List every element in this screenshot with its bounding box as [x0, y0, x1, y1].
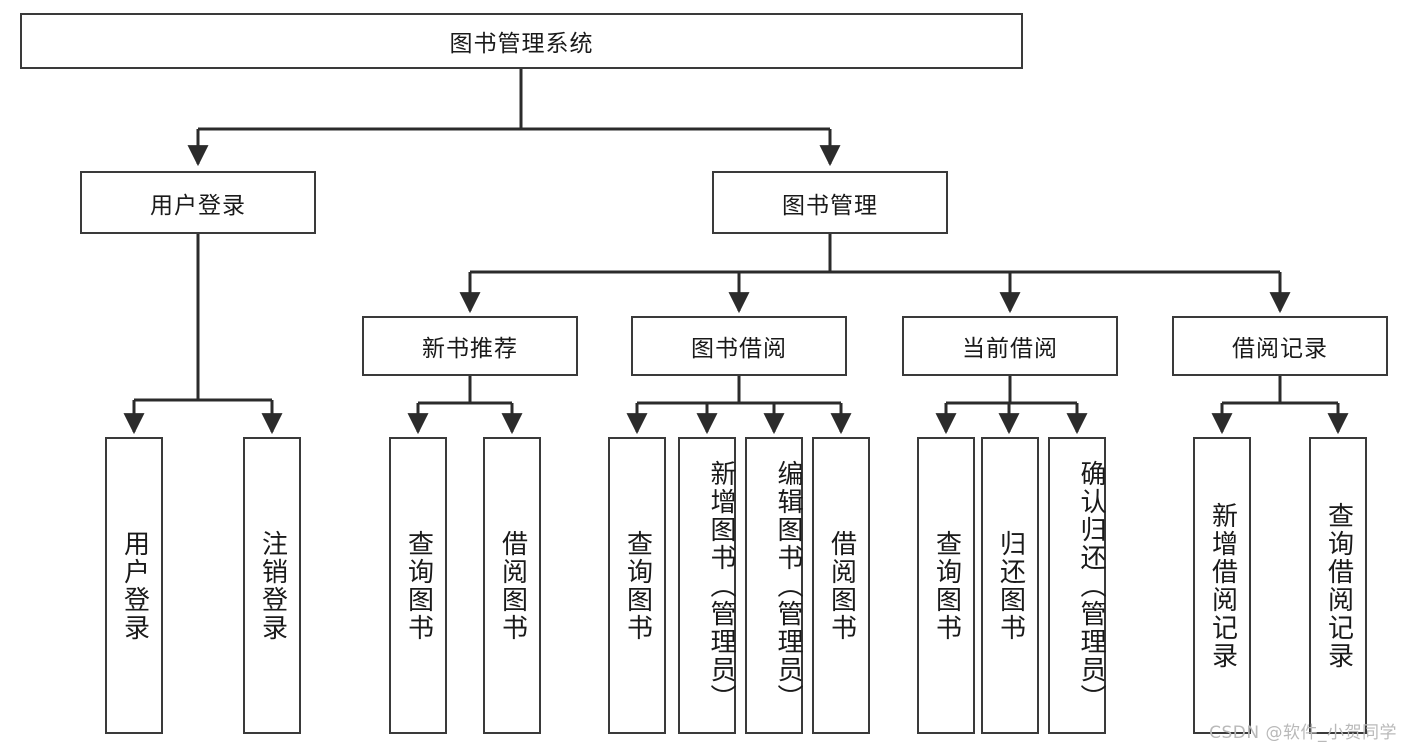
leaf-user-login[interactable]: 用户登录 [105, 437, 163, 734]
node-current-borrow-label: 当前借阅 [962, 336, 1058, 362]
node-book-manage-label: 图书管理 [782, 192, 878, 219]
leaf-edit-book-label: 编辑图书（管理员） [773, 459, 803, 712]
leaf-borrow-book-2[interactable]: 借阅图书 [812, 437, 870, 734]
leaf-logout-login[interactable]: 注销登录 [243, 437, 301, 734]
leaf-return-book[interactable]: 归还图书 [981, 437, 1039, 734]
leaf-add-record-label: 新增借阅记录 [1207, 501, 1238, 670]
node-borrow-record[interactable]: 借阅记录 [1172, 316, 1388, 376]
leaf-user-login-label: 用户登录 [119, 529, 150, 642]
leaf-confirm-return[interactable]: 确认归还（管理员） [1048, 437, 1106, 734]
leaf-borrow-book-1[interactable]: 借阅图书 [483, 437, 541, 734]
leaf-logout-login-label: 注销登录 [257, 529, 288, 642]
leaf-query-book-3-label: 查询图书 [931, 529, 962, 642]
leaf-borrow-book-2-label: 借阅图书 [826, 529, 857, 642]
leaf-edit-book[interactable]: 编辑图书（管理员） [745, 437, 803, 734]
node-book-borrow-label: 图书借阅 [691, 336, 787, 362]
node-current-borrow[interactable]: 当前借阅 [902, 316, 1118, 376]
leaf-query-record-label: 查询借阅记录 [1323, 501, 1354, 670]
leaf-query-book-1[interactable]: 查询图书 [389, 437, 447, 734]
node-user-login-label: 用户登录 [150, 192, 246, 219]
leaf-add-book-label: 新增图书（管理员） [706, 459, 736, 712]
leaf-add-record[interactable]: 新增借阅记录 [1193, 437, 1251, 734]
leaf-query-record[interactable]: 查询借阅记录 [1309, 437, 1367, 734]
leaf-query-book-1-label: 查询图书 [403, 529, 434, 642]
node-borrow-record-label: 借阅记录 [1232, 336, 1328, 362]
node-book-manage[interactable]: 图书管理 [712, 171, 948, 234]
leaf-query-book-2[interactable]: 查询图书 [608, 437, 666, 734]
node-root-label: 图书管理系统 [449, 31, 594, 57]
leaf-return-book-label: 归还图书 [995, 529, 1026, 642]
node-new-book-recommend[interactable]: 新书推荐 [362, 316, 578, 376]
node-new-book-recommend-label: 新书推荐 [422, 336, 518, 362]
node-user-login[interactable]: 用户登录 [80, 171, 316, 234]
leaf-query-book-3[interactable]: 查询图书 [917, 437, 975, 734]
leaf-query-book-2-label: 查询图书 [622, 529, 653, 642]
leaf-add-book[interactable]: 新增图书（管理员） [678, 437, 736, 734]
node-book-borrow[interactable]: 图书借阅 [631, 316, 847, 376]
node-root[interactable]: 图书管理系统 [20, 13, 1023, 69]
leaf-borrow-book-1-label: 借阅图书 [497, 529, 528, 642]
leaf-confirm-return-label: 确认归还（管理员） [1076, 459, 1106, 712]
